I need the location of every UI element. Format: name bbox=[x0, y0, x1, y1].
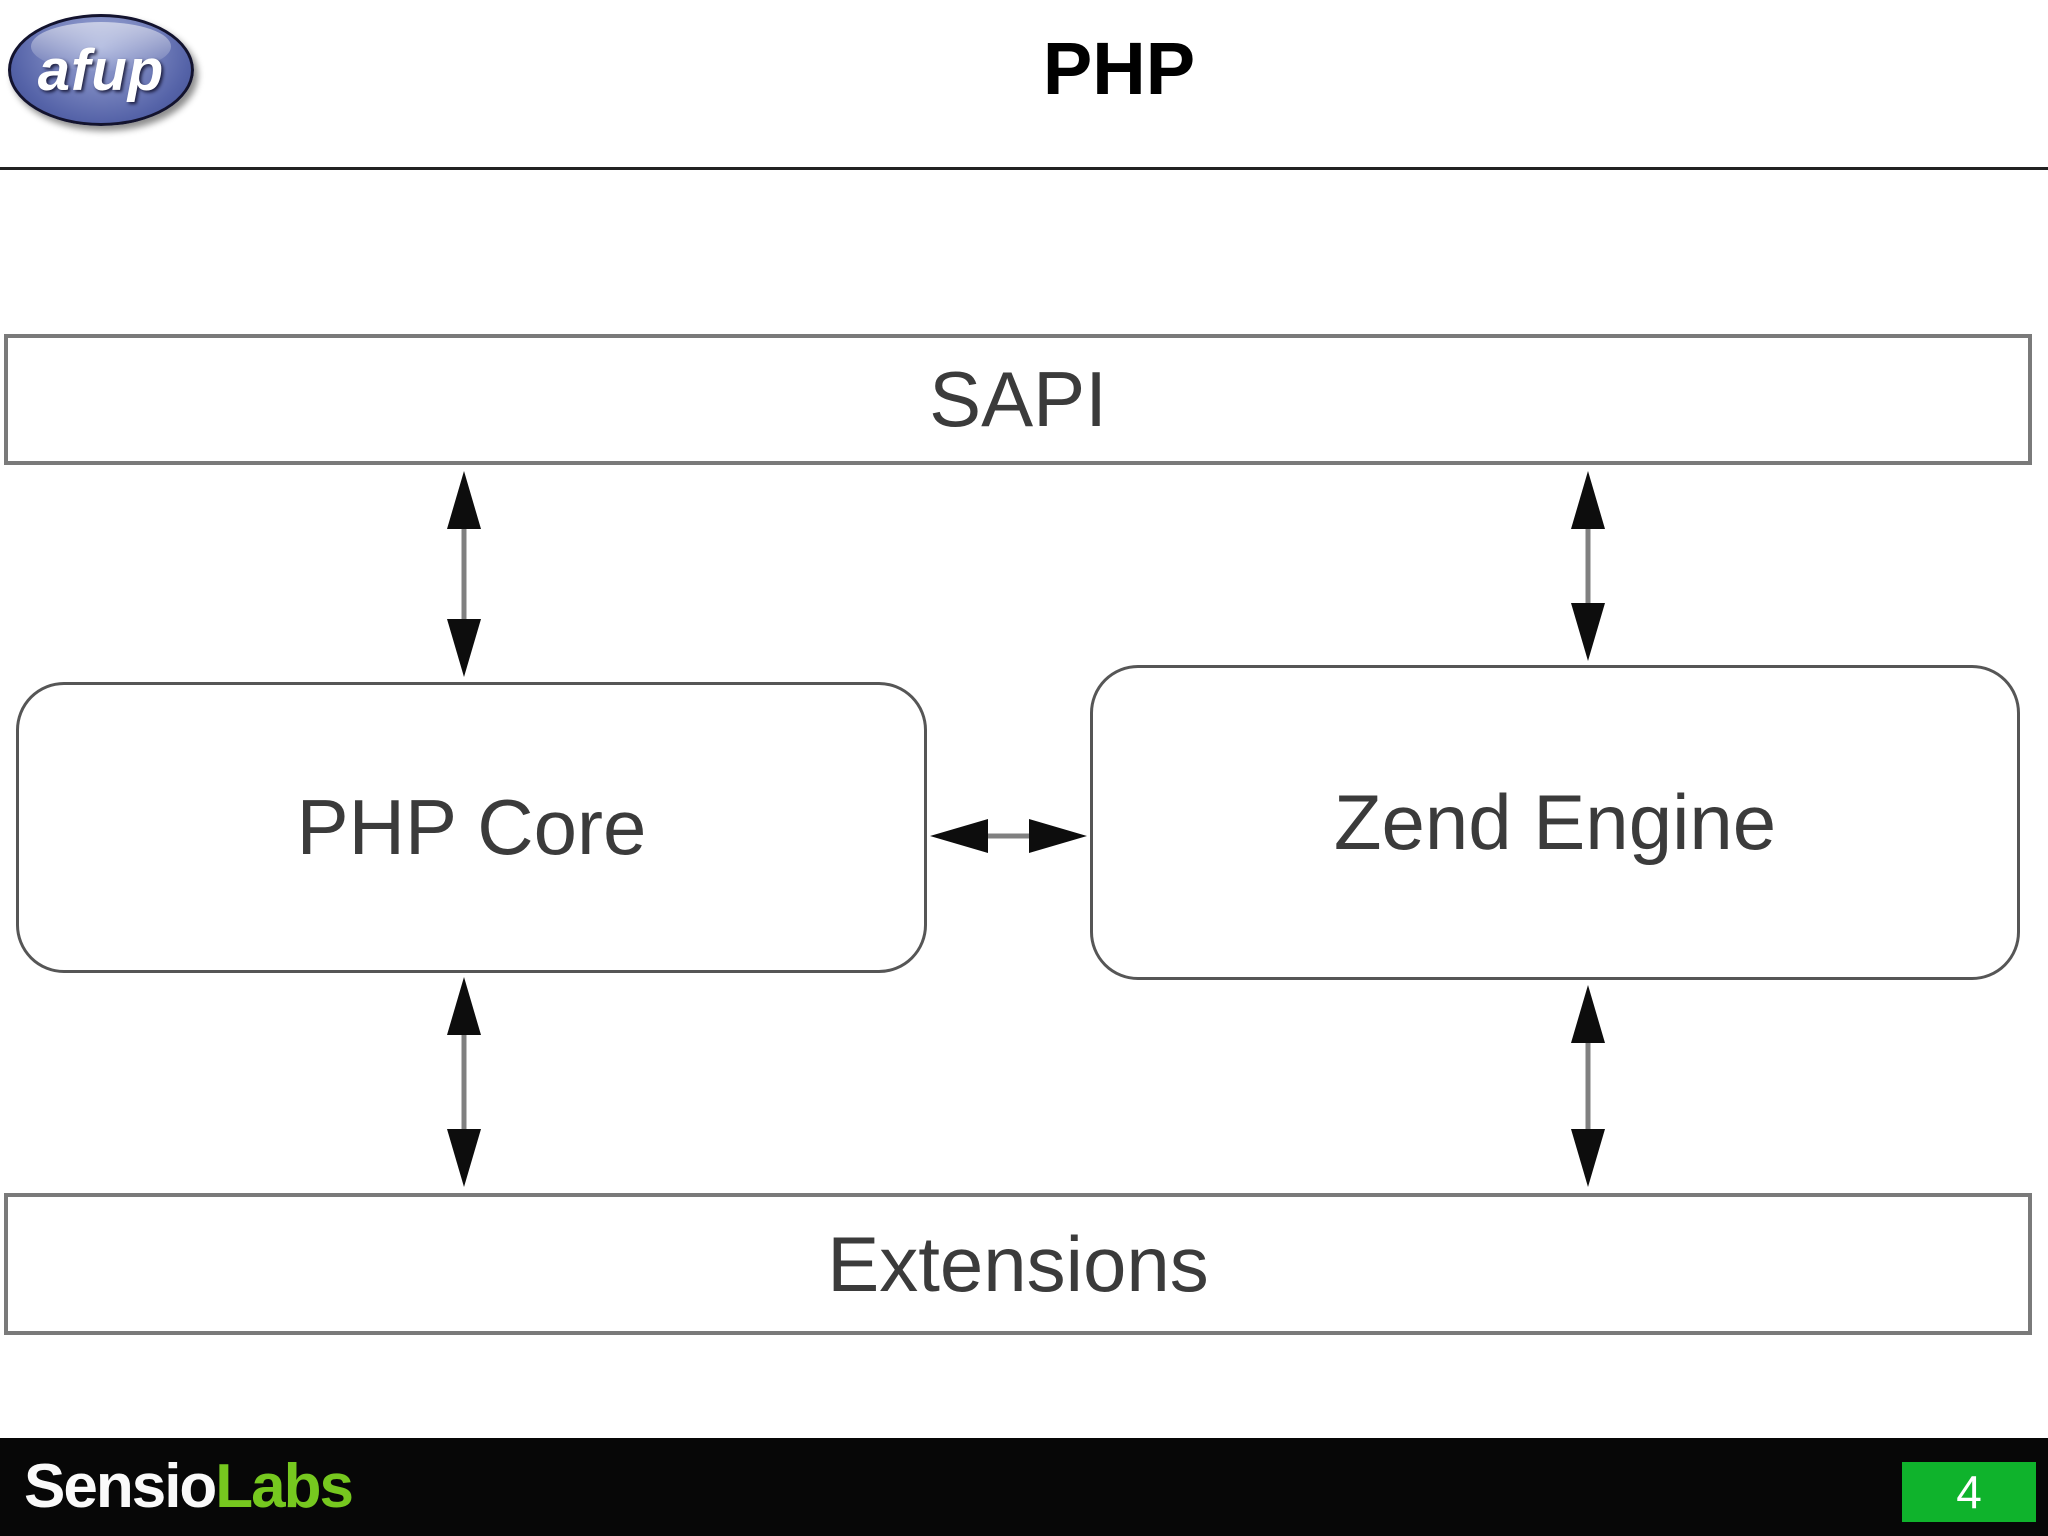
sensiolabs-logo: SensioLabs bbox=[24, 1438, 354, 1536]
page-title: PHP bbox=[1042, 27, 1196, 110]
arrow-php-core-zend-engine-icon bbox=[929, 814, 1088, 858]
sensiolabs-logo-sensio: Sensio bbox=[24, 1452, 217, 1521]
zend-engine-label: Zend Engine bbox=[1333, 778, 1777, 866]
arrow-zend-engine-extensions-icon bbox=[1566, 984, 1610, 1188]
page-number-badge: 4 bbox=[1902, 1462, 2036, 1522]
diagram-box-extensions: Extensions bbox=[4, 1193, 2032, 1335]
page-number: 4 bbox=[1956, 1466, 1982, 1518]
arrow-php-core-extensions-icon bbox=[442, 976, 486, 1188]
diagram-box-sapi: SAPI bbox=[4, 334, 2032, 465]
php-core-label: PHP Core bbox=[296, 783, 647, 871]
diagram-box-php-core: PHP Core bbox=[16, 682, 927, 973]
afup-logo-icon: afup bbox=[8, 14, 194, 126]
footer-bar bbox=[0, 1438, 2048, 1536]
sensiolabs-logo-labs: Labs bbox=[215, 1452, 354, 1521]
afup-logo-text: afup bbox=[37, 37, 165, 103]
arrow-sapi-php-core-icon bbox=[442, 470, 486, 678]
extensions-label: Extensions bbox=[827, 1219, 1209, 1308]
diagram-box-zend-engine: Zend Engine bbox=[1090, 665, 2020, 980]
arrow-sapi-zend-engine-icon bbox=[1566, 470, 1610, 662]
sapi-label: SAPI bbox=[929, 355, 1107, 443]
header-divider bbox=[0, 167, 2048, 170]
